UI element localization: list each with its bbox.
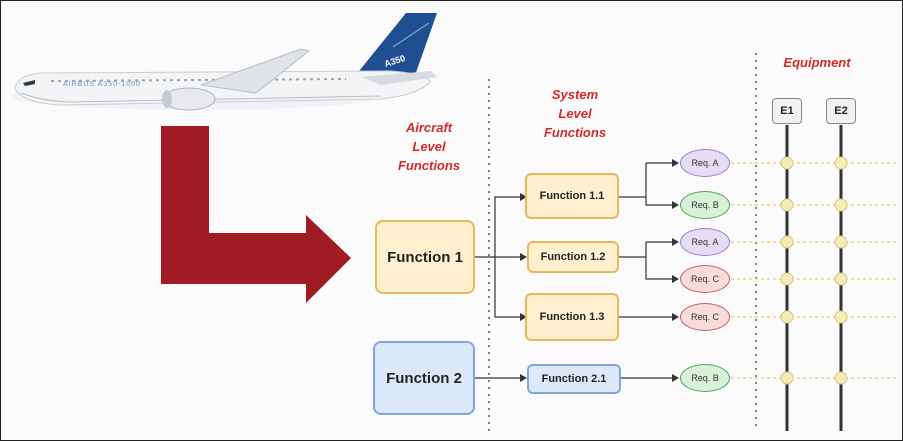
header-system-level-line3: Functions: [543, 125, 607, 140]
aircraft-illustration: [11, 13, 437, 111]
requirement-a-2: Req. A: [680, 228, 730, 256]
header-aircraft-level-line2: Level: [412, 139, 446, 154]
arrowheads-level2: [672, 159, 679, 382]
header-aircraft-level-line1: Aircraft: [405, 120, 453, 135]
header-aircraft-level-line3: Functions: [397, 158, 461, 173]
requirement-b-2: Req. B: [680, 364, 730, 392]
system-function-1-3: Function 1.3: [525, 293, 619, 341]
requirement-c-2: Req. C: [680, 303, 730, 331]
header-equipment: Equipment: [783, 55, 851, 70]
system-function-1-1: Function 1.1: [525, 173, 619, 219]
header-system-level-line1: System: [551, 87, 599, 102]
flow-arrow: [161, 126, 351, 303]
header-system-level-line2: Level: [558, 106, 592, 121]
equipment-e2: E2: [826, 98, 856, 124]
header-aircraft-level: Aircraft Level Functions: [385, 118, 473, 175]
system-function-2-1: Function 2.1: [527, 364, 621, 394]
aircraft-function-2: Function 2: [373, 341, 475, 415]
traceability-nodes: [780, 156, 848, 385]
header-system-level: System Level Functions: [531, 85, 619, 142]
system-function-1-2: Function 1.2: [527, 241, 619, 273]
equipment-e1: E1: [772, 98, 802, 124]
requirement-a-1: Req. A: [680, 149, 730, 177]
arrowheads-level1: [520, 193, 527, 382]
requirement-b-1: Req. B: [680, 191, 730, 219]
connectors-level1: [474, 196, 521, 379]
requirement-c-1: Req. C: [680, 265, 730, 293]
fuselage-label: AIRBUS A350-1000: [63, 81, 141, 88]
aircraft-function-1: Function 1: [375, 220, 475, 294]
connectors-level2: [619, 162, 673, 379]
